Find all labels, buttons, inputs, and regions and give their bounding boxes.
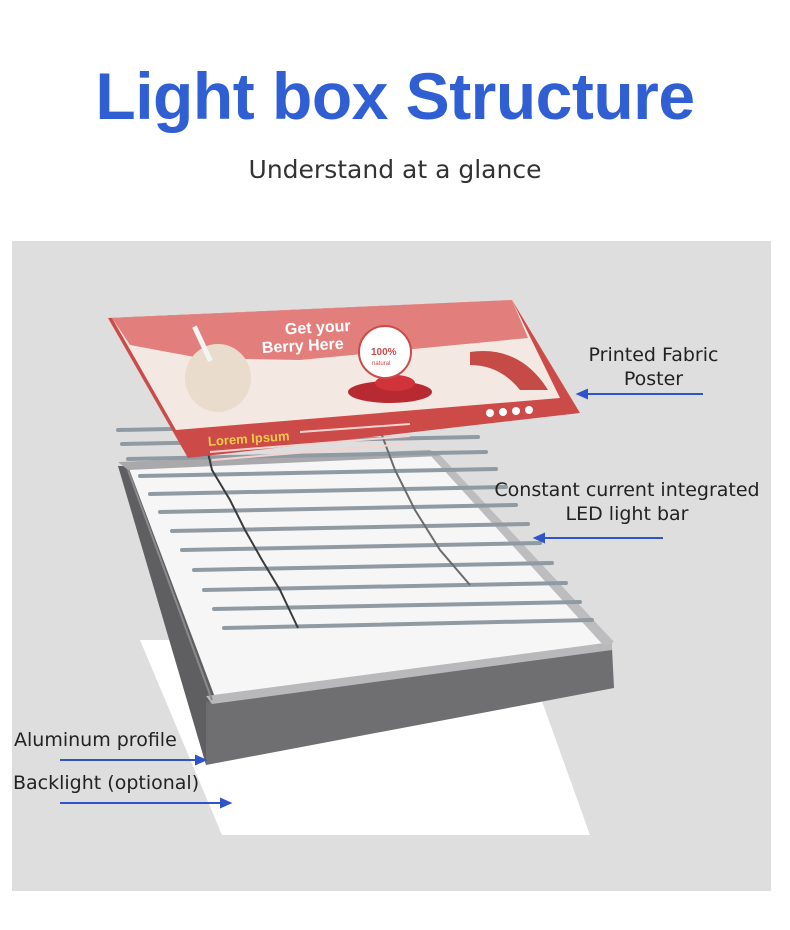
page-title: Light box Structure xyxy=(95,59,695,133)
led-bar xyxy=(180,541,542,552)
social-icons xyxy=(486,406,533,417)
label-backlight: Backlight (optional) xyxy=(13,772,200,794)
smoothie-jar xyxy=(185,344,251,412)
poster-headline: Get your xyxy=(284,318,351,338)
social-icon xyxy=(486,409,494,417)
social-icon xyxy=(512,407,520,415)
led-bar xyxy=(148,485,508,496)
jar-straw xyxy=(192,325,213,363)
badge-text: natural xyxy=(372,361,390,367)
arrow-aluminum-head xyxy=(195,754,208,766)
led-bar xyxy=(202,581,568,592)
led-bar xyxy=(158,503,518,514)
poster-headline: Berry Here xyxy=(262,336,345,357)
label-led-line2: LED light bar xyxy=(565,503,689,525)
label-poster-line2: Poster xyxy=(623,368,684,390)
led-bar xyxy=(222,618,594,630)
text-line xyxy=(211,443,406,461)
led-bar xyxy=(138,467,498,478)
social-icon xyxy=(525,406,533,414)
badge-text: 100% xyxy=(371,347,397,358)
label-led: Constant current integrated LED light ba… xyxy=(486,478,768,526)
poster-lorem-title: Lorem Ipsum xyxy=(207,428,289,449)
label-aluminum: Aluminum profile xyxy=(14,729,177,751)
aluminum-frame-front-top xyxy=(206,642,612,704)
frame-edge xyxy=(127,469,213,701)
text-line xyxy=(209,435,411,453)
aluminum-frame-right-inner xyxy=(430,455,614,646)
led-bar xyxy=(192,561,554,572)
aluminum-frame-left-wall xyxy=(118,466,216,765)
natural-badge xyxy=(358,325,412,379)
arrow-led-head xyxy=(532,532,545,544)
social-icon xyxy=(499,408,507,416)
led-bar xyxy=(126,450,488,461)
aluminum-frame-front-wall xyxy=(206,648,614,765)
led-bar xyxy=(170,522,530,533)
led-bar xyxy=(212,600,582,611)
label-arrows xyxy=(60,388,703,809)
label-poster: Printed Fabric Poster xyxy=(566,343,741,391)
label-led-line1: Constant current integrated xyxy=(494,479,760,501)
poster-splash-curve xyxy=(470,351,548,390)
frame-inner-floor xyxy=(122,455,612,700)
page-subtitle: Understand at a glance xyxy=(248,155,542,184)
led-wire xyxy=(379,429,471,586)
led-wire xyxy=(204,439,299,629)
arrow-backlight-head xyxy=(220,797,233,809)
text-line xyxy=(299,423,411,433)
label-poster-line1: Printed Fabric xyxy=(588,344,719,366)
arrow-poster-head xyxy=(575,388,588,400)
poster-body-text xyxy=(209,423,411,461)
